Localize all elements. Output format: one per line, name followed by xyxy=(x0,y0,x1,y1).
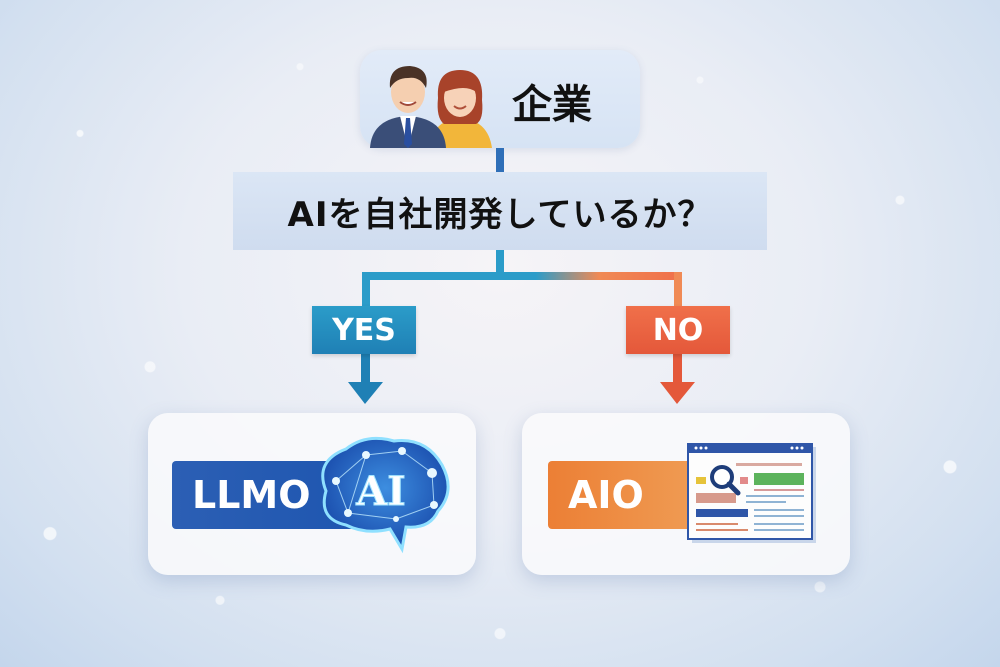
business-people-icon xyxy=(370,66,492,148)
company-label: 企業 xyxy=(512,82,592,128)
aio-result-card: AIO xyxy=(522,413,850,575)
ai-text: AI xyxy=(355,468,406,515)
yes-label: YES xyxy=(312,306,416,354)
llmo-result-card: LLMO AI xyxy=(148,413,476,575)
no-label: NO xyxy=(626,306,730,354)
search-results-page-icon xyxy=(687,443,816,543)
connector-line xyxy=(496,148,504,172)
company-node: 企業 xyxy=(360,50,640,148)
question-node: AIを自社開発しているか？ xyxy=(233,172,767,250)
ai-brain-icon: AI xyxy=(321,436,450,554)
